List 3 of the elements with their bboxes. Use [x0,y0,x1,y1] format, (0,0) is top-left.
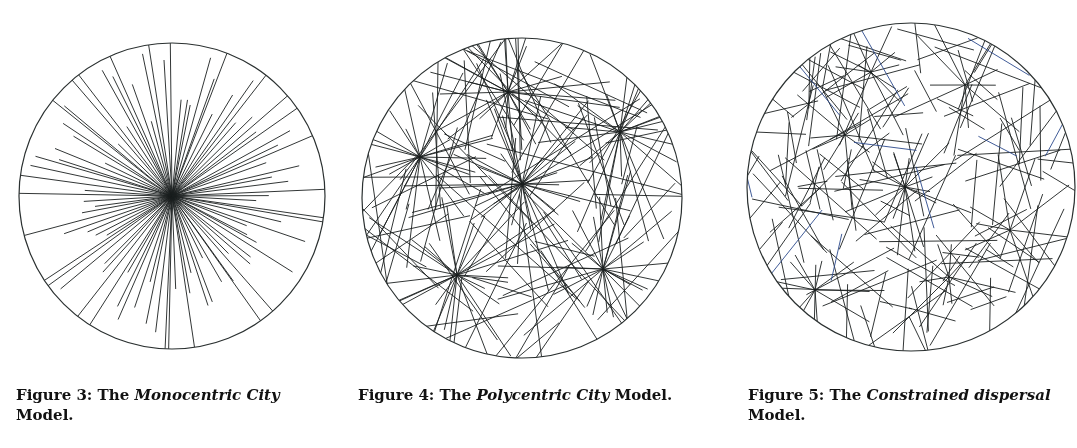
figure-caption: Figure 3: The Monocentric City Model. [16,385,282,425]
figure-caption: Figure 5: The Constrained dispersal Model. [748,385,1052,425]
figure-caption: Figure 4: The Polycentric City Model. [358,385,673,405]
